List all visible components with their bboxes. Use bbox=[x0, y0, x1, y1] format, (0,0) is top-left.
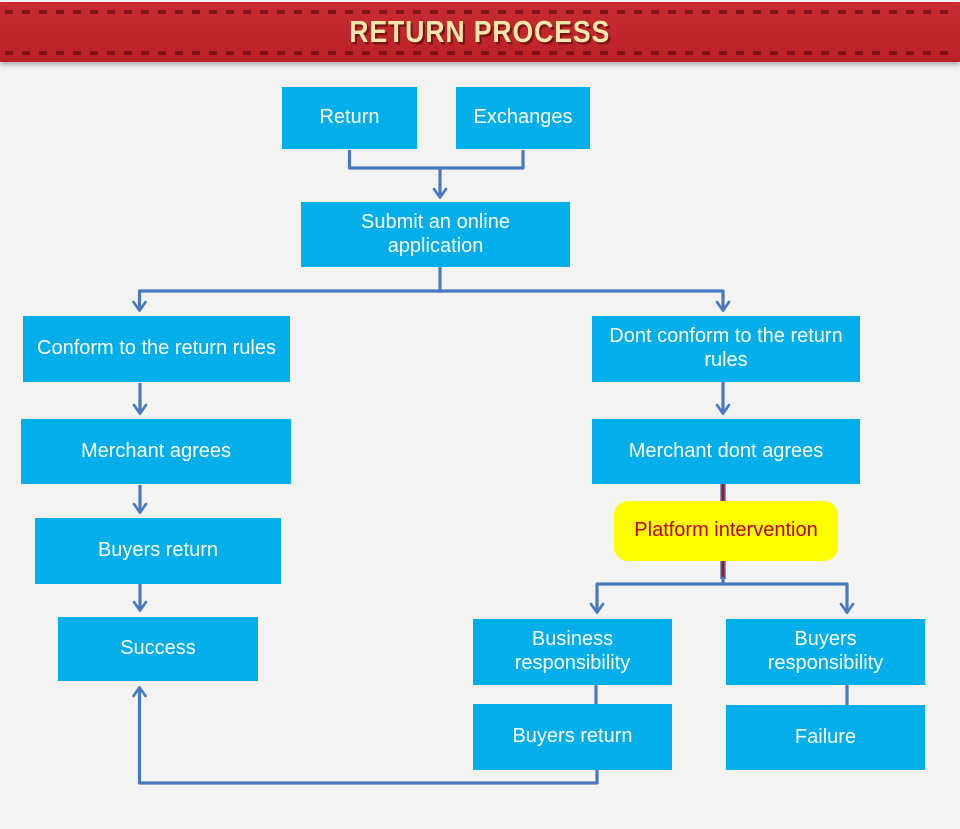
node-failure: Failure bbox=[726, 705, 925, 770]
node-platform-intervention-label: Platform intervention bbox=[634, 519, 818, 542]
connector-merge-top bbox=[347, 150, 525, 170]
node-submit-application-label: Submit an online application bbox=[361, 210, 510, 257]
node-return-label: Return bbox=[319, 106, 380, 129]
title-banner: RETURN PROCESS bbox=[0, 2, 960, 62]
node-buyers-return-left-label: Buyers return bbox=[97, 539, 219, 562]
node-business-responsibility-label: Business responsibility bbox=[514, 628, 631, 674]
node-business-responsibility: Business responsibility bbox=[473, 619, 672, 685]
node-buyers-return-right: Buyers return bbox=[473, 704, 672, 770]
node-failure-label: Failure bbox=[794, 725, 857, 748]
node-merchant-agrees-label: Merchant agrees bbox=[80, 439, 232, 462]
connector-responsibility-split bbox=[589, 582, 855, 614]
node-merchant-dont-agrees: Merchant dont agrees bbox=[592, 419, 860, 484]
node-buyers-responsibility: Buyers responsibility bbox=[726, 619, 925, 685]
node-return: Return bbox=[282, 87, 417, 149]
node-exchanges-label: Exchanges bbox=[473, 106, 573, 129]
banner-dash-bottom bbox=[5, 51, 955, 55]
banner-dash-top bbox=[5, 10, 955, 14]
node-merchant-agrees: Merchant agrees bbox=[21, 419, 291, 484]
node-exchanges: Exchanges bbox=[456, 87, 590, 149]
node-submit-application: Submit an online application bbox=[301, 202, 570, 267]
connector-branch-split bbox=[132, 289, 731, 312]
node-platform-intervention: Platform intervention bbox=[614, 501, 838, 561]
node-buyers-return-right-label: Buyers return bbox=[512, 725, 633, 748]
node-dont-conform-rules-label: Dont conform to the return rules bbox=[609, 325, 843, 371]
node-buyers-responsibility-label: Buyers responsibility bbox=[767, 628, 884, 674]
node-conform-rules-label: Conform to the return rules bbox=[37, 337, 276, 360]
node-dont-conform-rules: Dont conform to the return rules bbox=[592, 316, 860, 382]
page-title: RETURN PROCESS bbox=[349, 14, 611, 49]
node-success: Success bbox=[58, 617, 258, 681]
node-success-label: Success bbox=[120, 637, 196, 660]
node-merchant-dont-agrees-label: Merchant dont agrees bbox=[628, 439, 824, 462]
node-conform-rules: Conform to the return rules bbox=[23, 316, 290, 382]
node-buyers-return-left: Buyers return bbox=[35, 518, 281, 584]
